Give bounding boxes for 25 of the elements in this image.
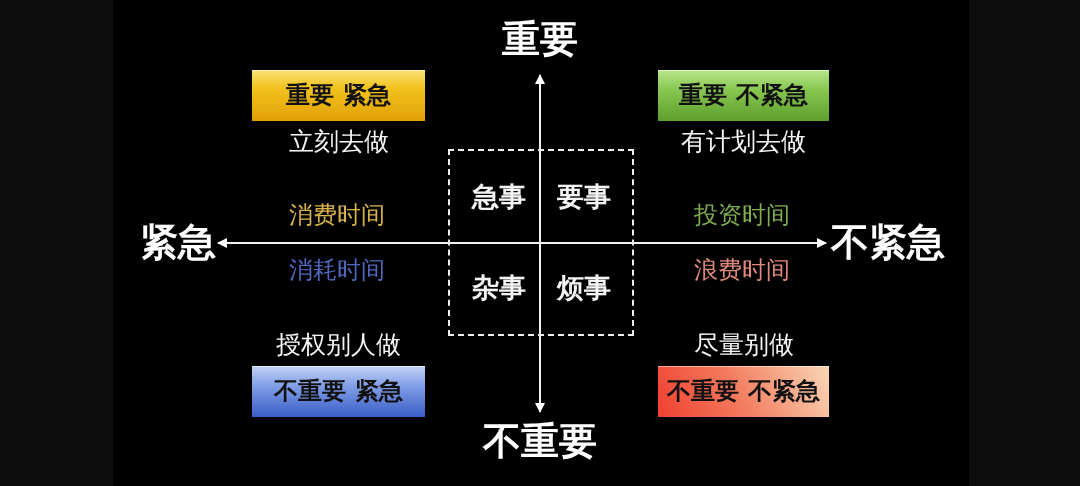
action-caption: 授权别人做 <box>276 331 401 359</box>
matrix-label: 急事 <box>471 181 526 212</box>
quadrant-tag <box>252 70 425 121</box>
quadrant-tag <box>658 70 829 121</box>
quadrant-tag-text: 不重要 不紧急 <box>667 378 820 405</box>
time-label: 浪费时间 <box>694 256 790 284</box>
action-caption: 尽量别做 <box>693 331 794 359</box>
dashed-matrix-box <box>448 149 634 336</box>
matrix-label: 要事 <box>556 181 611 212</box>
matrix-label: 杂事 <box>471 273 526 304</box>
quadrant-tag <box>252 366 425 417</box>
axis-label: 不紧急 <box>831 222 945 264</box>
quadrant-tag-text: 不重要 紧急 <box>274 378 403 405</box>
time-label: 消耗时间 <box>289 256 385 284</box>
quadrant-tag-text: 重要 不紧急 <box>679 82 808 109</box>
time-label: 投资时间 <box>694 201 790 229</box>
matrix-label: 烦事 <box>556 273 611 304</box>
time-label: 消费时间 <box>289 201 385 229</box>
axis-label: 重要 <box>502 19 578 61</box>
quadrant-tag-text: 重要 紧急 <box>286 82 391 109</box>
quadrant-tag <box>658 366 829 417</box>
action-caption: 有计划去做 <box>681 128 806 156</box>
axis-label: 不重要 <box>483 421 597 463</box>
action-caption: 立刻去做 <box>288 128 389 156</box>
axis-label: 紧急 <box>140 222 216 264</box>
